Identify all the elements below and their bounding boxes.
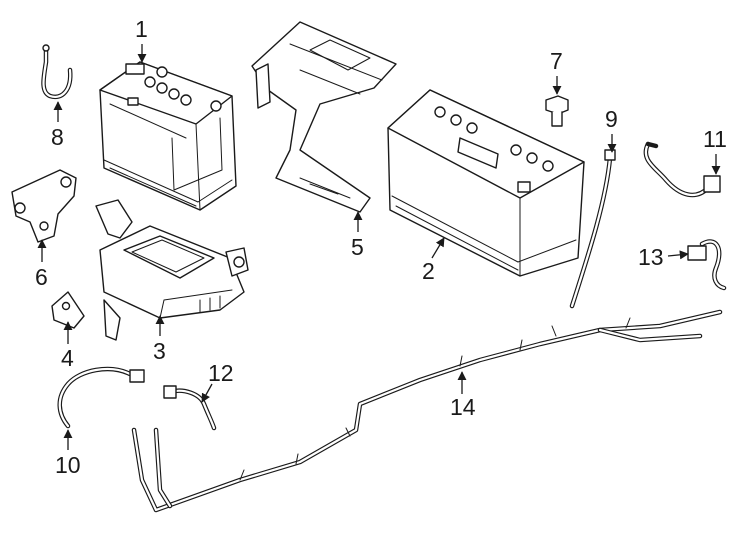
harness-cable — [643, 141, 721, 198]
callout-9: 9 — [605, 106, 618, 132]
callout-1: 1 — [135, 16, 148, 42]
callout-4: 4 — [61, 345, 74, 371]
positive-cable — [569, 149, 616, 309]
callout-6: 6 — [35, 264, 48, 290]
mounting-bracket — [11, 169, 77, 243]
bracket-small — [51, 291, 85, 329]
callout-8: 8 — [51, 124, 64, 150]
negative-cable — [57, 366, 145, 429]
hold-down-bracket — [251, 21, 397, 213]
connector — [687, 239, 727, 291]
ground-strap — [41, 44, 73, 100]
callout-5: 5 — [351, 234, 364, 260]
battery-tray — [95, 199, 249, 341]
callout-13: 13 — [638, 244, 664, 270]
callout-14: 14 — [450, 394, 476, 420]
short-cable — [163, 385, 217, 431]
battery-small — [99, 61, 237, 211]
wiring-harness — [131, 309, 723, 513]
callout-12: 12 — [208, 360, 234, 386]
callout-2: 2 — [422, 258, 435, 284]
leader-arrows — [37, 44, 721, 450]
callout-3: 3 — [153, 338, 166, 364]
battery-large — [387, 89, 585, 277]
bolt — [545, 95, 569, 127]
callout-11: 11 — [703, 126, 727, 152]
callout-10: 10 — [55, 452, 81, 478]
callout-7: 7 — [550, 48, 563, 74]
